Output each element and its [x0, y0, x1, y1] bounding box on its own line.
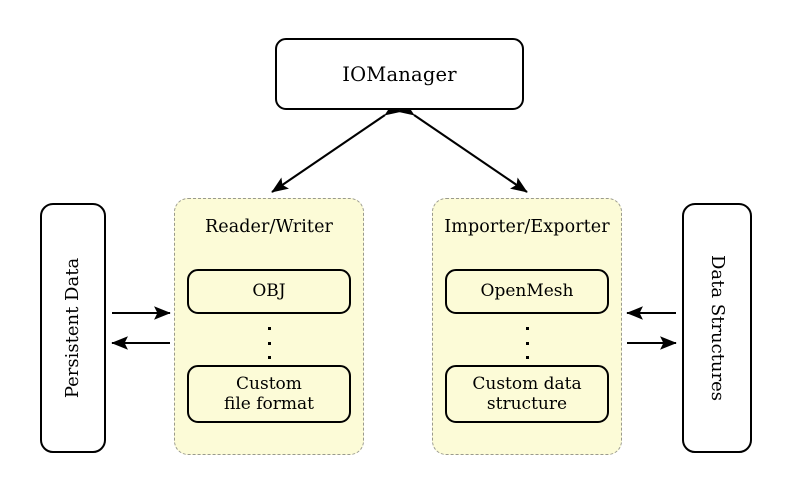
panel-reader-writer-item-obj[interactable]: OBJ — [187, 269, 351, 314]
edge-iomanager-importerexporter — [397, 100, 528, 193]
custom-file-format-line-2: file format — [224, 394, 314, 414]
panel-importer-exporter[interactable]: Importer/Exporter OpenMesh Custom data s… — [432, 198, 622, 455]
node-data-structures-label: Data Structures — [707, 254, 729, 402]
custom-file-format-line-1: Custom — [236, 373, 302, 394]
panel-reader-writer[interactable]: Reader/Writer OBJ Custom file format — [174, 198, 364, 455]
edge-iomanager-readerwriter — [271, 100, 402, 193]
panel-importer-exporter-item-openmesh[interactable]: OpenMesh — [445, 269, 609, 314]
panel-importer-exporter-item-custom-data-structure-label: Custom data structure — [472, 374, 581, 414]
custom-data-structure-line-1: Custom data — [472, 373, 582, 394]
panel-reader-writer-ellipsis-icon — [175, 327, 363, 359]
node-iomanager-label: IOManager — [342, 62, 457, 86]
panel-importer-exporter-title: Importer/Exporter — [444, 217, 610, 237]
panel-reader-writer-item-custom-file-format[interactable]: Custom file format — [187, 365, 351, 423]
panel-importer-exporter-ellipsis-icon — [433, 327, 621, 359]
custom-data-structure-line-2: structure — [486, 394, 568, 414]
panel-reader-writer-item-custom-file-format-label: Custom file format — [224, 374, 314, 414]
node-persistent-data-label: Persistent Data — [62, 257, 84, 399]
panel-importer-exporter-item-openmesh-label: OpenMesh — [480, 281, 574, 302]
node-data-structures[interactable]: Data Structures — [682, 203, 752, 453]
panel-reader-writer-item-obj-label: OBJ — [252, 281, 286, 302]
node-iomanager[interactable]: IOManager — [275, 38, 524, 110]
panel-reader-writer-title: Reader/Writer — [204, 217, 333, 237]
node-persistent-data[interactable]: Persistent Data — [40, 203, 106, 453]
panel-importer-exporter-item-custom-data-structure[interactable]: Custom data structure — [445, 365, 609, 423]
